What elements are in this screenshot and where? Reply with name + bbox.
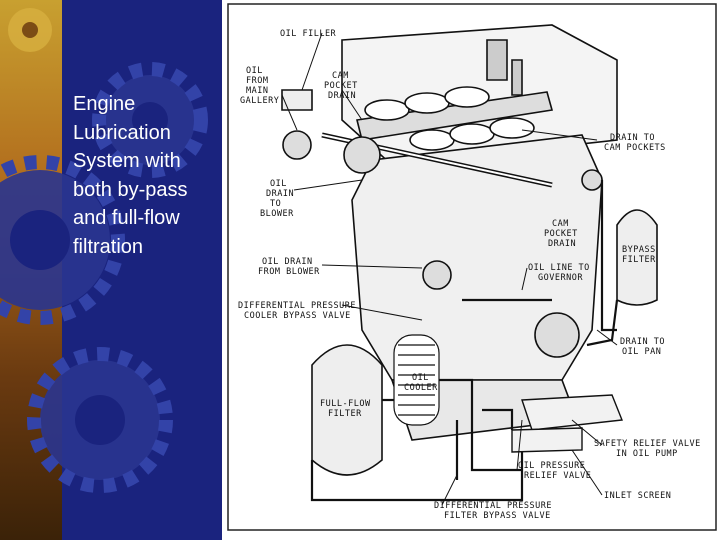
- oil-lines: [310, 180, 619, 502]
- label-diff-pressure-filter-1: DIFFERENTIAL PRESSURE: [434, 501, 552, 511]
- oil-pump: [511, 394, 623, 453]
- label-diff-pressure-cooler-1: DIFFERENTIAL PRESSURE: [238, 301, 356, 311]
- label-cam-pocket-drain-top-2: POCKET: [324, 81, 358, 91]
- label-oil-pressure-relief-valve-1: OIL PRESSURE: [518, 461, 585, 471]
- label-cam-pocket-drain-mid-2: POCKET: [544, 229, 578, 239]
- gear-background: [0, 8, 208, 493]
- full-flow-filter: [311, 344, 383, 476]
- label-oil-drain-to-blower-3: TO: [270, 199, 281, 209]
- label-diff-pressure-filter-2: FILTER BYPASS VALVE: [444, 511, 551, 521]
- label-cam-pocket-drain-top-3: DRAIN: [328, 91, 356, 101]
- label-oil-drain-from-blower-2: FROM BLOWER: [258, 267, 320, 277]
- label-oil-drain-to-blower-2: DRAIN: [266, 189, 294, 199]
- label-oil-drain-to-blower-4: BLOWER: [260, 209, 294, 219]
- label-drain-to-cam-pockets-2: CAM POCKETS: [604, 143, 666, 153]
- label-drain-to-oil-pan-1: DRAIN TO: [620, 337, 665, 347]
- engine-diagram: OIL FILLER OIL FROM MAIN GALLERY CAM POC…: [222, 0, 720, 540]
- label-oil-pressure-relief-valve-2: RELIEF VALVE: [524, 471, 591, 481]
- label-cam-pocket-drain-top-1: CAM: [332, 71, 349, 81]
- label-safety-relief-valve-2: IN OIL PUMP: [616, 449, 678, 459]
- label-oil-cooler-1: OIL: [412, 373, 429, 383]
- label-diff-pressure-cooler-2: COOLER BYPASS VALVE: [244, 311, 351, 321]
- label-bypass-filter-2: FILTER: [622, 255, 656, 265]
- label-oil-drain-to-blower-1: OIL: [270, 179, 287, 189]
- label-full-flow-filter-2: FILTER: [328, 409, 362, 419]
- label-oil-from-main-gallery-4: GALLERY: [240, 96, 279, 106]
- label-oil-from-main-gallery-1: OIL: [246, 66, 263, 76]
- slide-title: Engine Lubrication System with both by-p…: [73, 93, 188, 258]
- decorative-gears: [0, 0, 220, 540]
- label-oil-cooler-2: COOLER: [404, 383, 438, 393]
- label-oil-filler: OIL FILLER: [280, 29, 337, 39]
- label-cam-pocket-drain-mid-3: DRAIN: [548, 239, 576, 249]
- label-full-flow-filter-1: FULL-FLOW: [320, 399, 371, 409]
- label-drain-to-oil-pan-2: OIL PAN: [622, 347, 661, 357]
- label-oil-line-to-governor-2: GOVERNOR: [538, 273, 583, 283]
- label-oil-from-main-gallery-3: MAIN: [246, 86, 268, 96]
- bypass-filter: [616, 209, 658, 306]
- label-oil-drain-from-blower-1: OIL DRAIN: [262, 257, 313, 267]
- diagram-canvas: OIL FILLER OIL FROM MAIN GALLERY CAM POC…: [227, 3, 717, 531]
- label-cam-pocket-drain-mid-1: CAM: [552, 219, 569, 229]
- oil-cooler: [393, 334, 440, 426]
- label-drain-to-cam-pockets-1: DRAIN TO: [610, 133, 655, 143]
- engine-block: [281, 24, 618, 441]
- label-oil-from-main-gallery-2: FROM: [246, 76, 268, 86]
- label-oil-line-to-governor-1: OIL LINE TO: [528, 263, 590, 273]
- label-inlet-screen: INLET SCREEN: [604, 491, 671, 501]
- label-bypass-filter-1: BYPASS: [622, 245, 656, 255]
- label-safety-relief-valve-1: SAFETY RELIEF VALVE: [594, 439, 701, 449]
- leader-lines: [281, 32, 618, 506]
